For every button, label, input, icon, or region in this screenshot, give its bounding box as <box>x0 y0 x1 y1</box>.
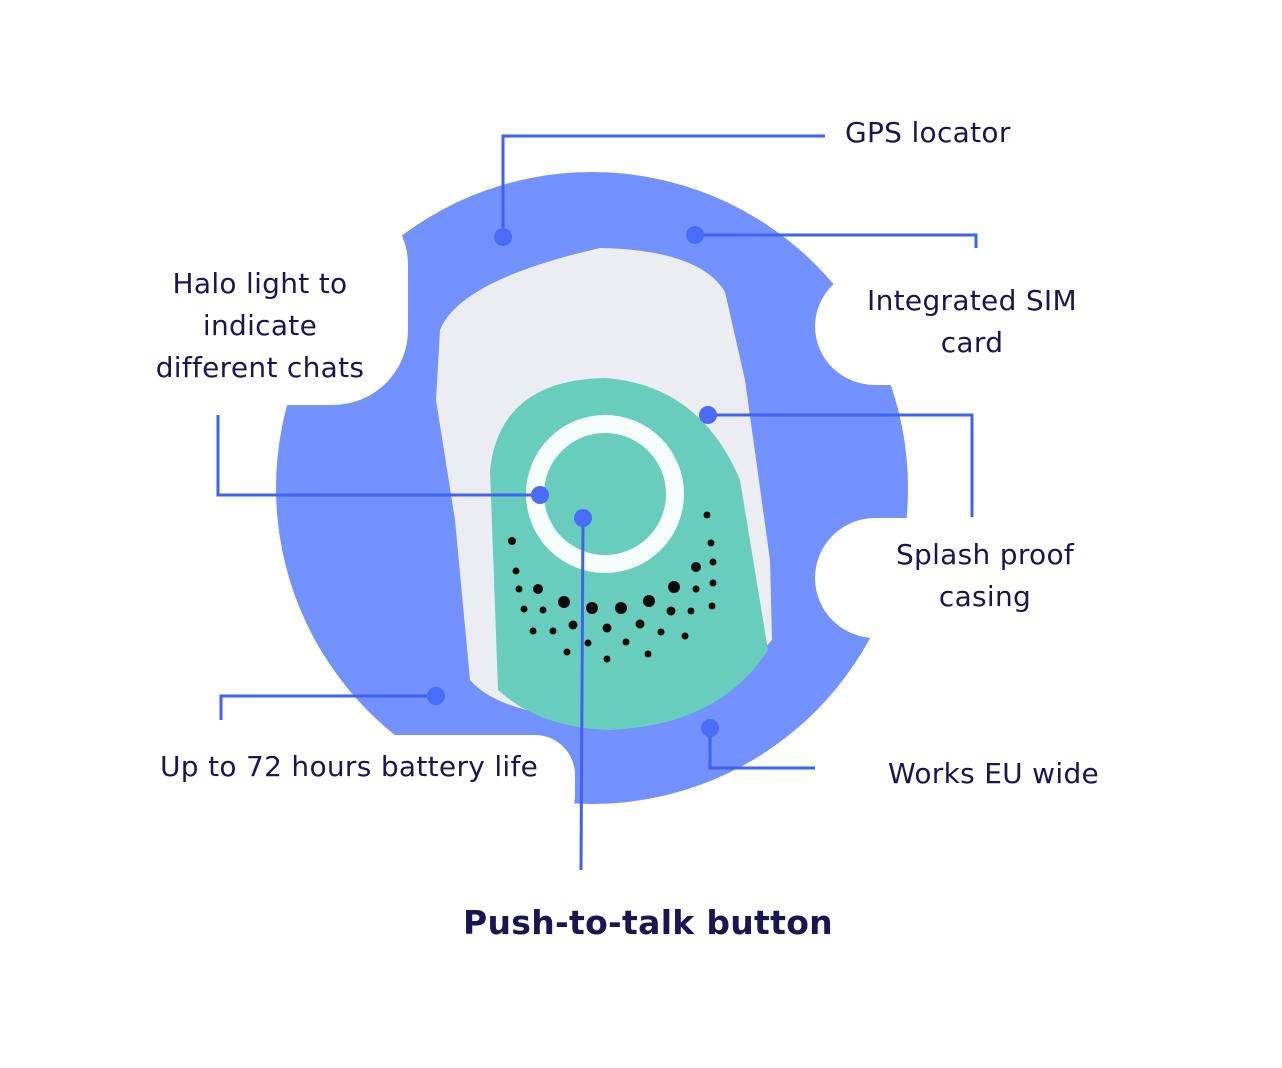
gps-line <box>501 134 825 237</box>
leader-lines <box>216 134 978 871</box>
halo-dot <box>531 486 549 504</box>
label-sim-line2: card <box>940 326 1004 359</box>
cutout-halo <box>0 190 408 405</box>
label-splash-line2: casing <box>938 580 1032 613</box>
ptt-line <box>579 517 585 871</box>
gps-dot <box>494 228 512 246</box>
battery-line <box>219 694 436 720</box>
label-eu: Works EU wide <box>888 757 1100 790</box>
label-halo-line1: Halo light to <box>172 267 348 300</box>
sim-line <box>695 233 978 248</box>
sim-dot <box>686 226 704 244</box>
label-halo: Halo light to indicate different chats <box>130 263 390 389</box>
eu-line <box>708 728 815 770</box>
cutout-splash <box>815 518 1282 638</box>
label-gps: GPS locator <box>845 116 1011 149</box>
ptt-dot <box>574 509 592 527</box>
device-image <box>436 248 772 730</box>
label-sim-line1: Integrated SIM <box>867 284 1077 317</box>
label-halo-line2: indicate <box>202 309 318 342</box>
halo-line <box>216 415 540 497</box>
cutout-sim <box>815 268 1282 385</box>
splash-dot <box>699 406 717 424</box>
label-splash: Splash proof casing <box>855 534 1115 618</box>
eu-dot <box>701 719 719 737</box>
label-splash-line1: Splash proof <box>895 538 1075 571</box>
splash-line <box>708 413 974 517</box>
battery-dot <box>427 687 445 705</box>
label-battery: Up to 72 hours battery life <box>160 750 539 783</box>
label-ptt: Push-to-talk button <box>463 903 833 942</box>
label-sim: Integrated SIM card <box>842 280 1102 364</box>
cutout-battery <box>0 735 575 835</box>
label-halo-line3: different chats <box>155 351 365 384</box>
